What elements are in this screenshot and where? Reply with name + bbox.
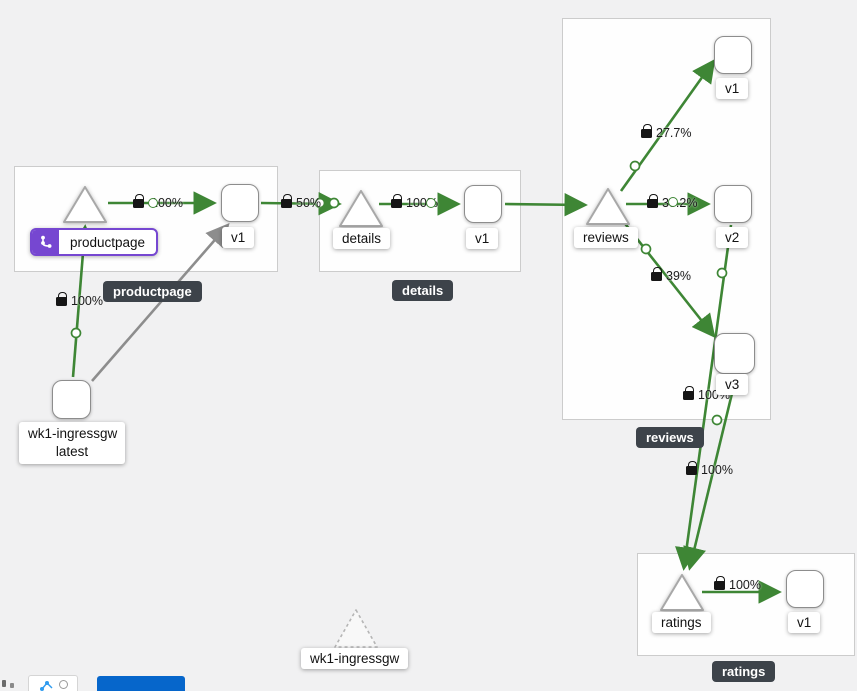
edge-label-ppv1-to-details: 50% [281, 193, 322, 210]
edge-percentage: 27.7% [656, 126, 692, 140]
mtls-lock-icon [651, 266, 662, 281]
node-label-reviews-v2[interactable]: v2 [716, 227, 749, 248]
service-node-productpage[interactable] [61, 182, 109, 226]
edge-label-v3-to-ratings: 100% [686, 460, 733, 477]
edge-waypoint-circle [629, 160, 641, 172]
edge-waypoint-circle [328, 197, 340, 209]
workload-node-productpage-v1[interactable] [221, 184, 259, 222]
edge-waypoint-circle [716, 267, 728, 279]
partial-zoom-controls[interactable] [2, 680, 14, 688]
edge-percentage: 39% [666, 269, 692, 283]
edge-circle-icon [148, 198, 158, 208]
graph-icon [39, 681, 52, 691]
service-label-text: productpage [70, 234, 146, 250]
group-badge-ratings[interactable]: ratings [712, 661, 776, 682]
edge-label-productpage-to-v1: 100% [133, 193, 183, 210]
node-label-reviews-v3[interactable]: v3 [716, 374, 749, 395]
mtls-lock-icon [683, 385, 694, 400]
legend-button[interactable]: Legend [97, 676, 185, 691]
workload-node-reviews-v1[interactable] [714, 36, 752, 74]
graph-settings-button[interactable] [28, 675, 78, 691]
node-label-details-v1[interactable]: v1 [466, 228, 499, 249]
edge-v2-to-ratings[interactable] [675, 224, 733, 571]
mtls-lock-icon [133, 193, 144, 208]
edge-label-reviews-to-v3: 39% [651, 266, 692, 283]
workload-node-ratings-v1[interactable] [786, 570, 824, 608]
service-node-details[interactable] [337, 186, 385, 230]
node-label-reviews-v1[interactable]: v1 [716, 78, 749, 99]
workload-name: wk1-ingressgw [28, 426, 118, 441]
node-label-ratings[interactable]: ratings [652, 612, 711, 633]
edge-percentage: 100% [701, 463, 733, 477]
edge-percentage: 50% [296, 196, 322, 210]
edge-waypoint-circle [640, 243, 652, 255]
service-node-ratings[interactable] [658, 570, 706, 614]
edge-v3-to-ratings[interactable] [683, 380, 737, 571]
edge-waypoint-circle [314, 197, 326, 209]
service-node-reviews[interactable] [584, 184, 632, 228]
mtls-lock-icon [647, 193, 658, 208]
edge-label-reviews-to-v2: 33.2% [647, 193, 697, 210]
workload-node-ingressgw[interactable] [52, 380, 91, 419]
edge-label-reviews-to-v1: 27.7% [641, 123, 692, 140]
edge-circle-icon [425, 198, 436, 208]
edge-percentage: 100% [71, 294, 103, 308]
edge-label-ingress-to-productpage: 100% [56, 291, 103, 308]
edge-ppv1-to-reviews[interactable] [504, 193, 588, 217]
mtls-lock-icon [56, 291, 67, 306]
edge-waypoint-circle [70, 327, 82, 339]
workload-node-reviews-v3[interactable] [714, 333, 755, 374]
circle-icon [58, 680, 68, 689]
node-label-productpage-v1[interactable]: v1 [222, 227, 255, 248]
edge-label-ratings-to-v1: 100% [714, 575, 761, 592]
service-node-idle-ingressgw[interactable] [332, 604, 380, 652]
group-badge-details[interactable]: details [392, 280, 454, 301]
edge-waypoint-circle [711, 414, 723, 426]
virtual-service-icon [32, 230, 59, 254]
node-label-idle-ingressgw[interactable]: wk1-ingressgw [301, 648, 409, 669]
workload-node-details-v1[interactable] [464, 185, 502, 223]
mtls-lock-icon [686, 460, 697, 475]
edge-label-details-to-v1: 100% [391, 193, 438, 210]
group-badge-productpage[interactable]: productpage [103, 281, 202, 302]
mtls-lock-icon [281, 193, 292, 208]
mtls-lock-icon [714, 575, 725, 590]
service-label-productpage[interactable]: productpage [30, 228, 159, 256]
group-badge-reviews[interactable]: reviews [636, 427, 704, 448]
node-label-ratings-v1[interactable]: v1 [788, 612, 821, 633]
edge-percentage: 100% [151, 196, 183, 210]
node-label-reviews[interactable]: reviews [574, 227, 638, 248]
workload-version: latest [55, 444, 89, 460]
workload-node-reviews-v2[interactable] [714, 185, 752, 223]
mtls-lock-icon [391, 193, 402, 208]
node-label-details[interactable]: details [333, 228, 391, 249]
edge-ingress-to-productpage-v1[interactable] [91, 223, 230, 382]
edge-circle-icon [668, 197, 678, 207]
mtls-lock-icon [641, 123, 652, 138]
node-label-ingressgw[interactable]: wk1-ingressgw latest [19, 422, 125, 465]
edge-percentage: 100% [729, 578, 761, 592]
